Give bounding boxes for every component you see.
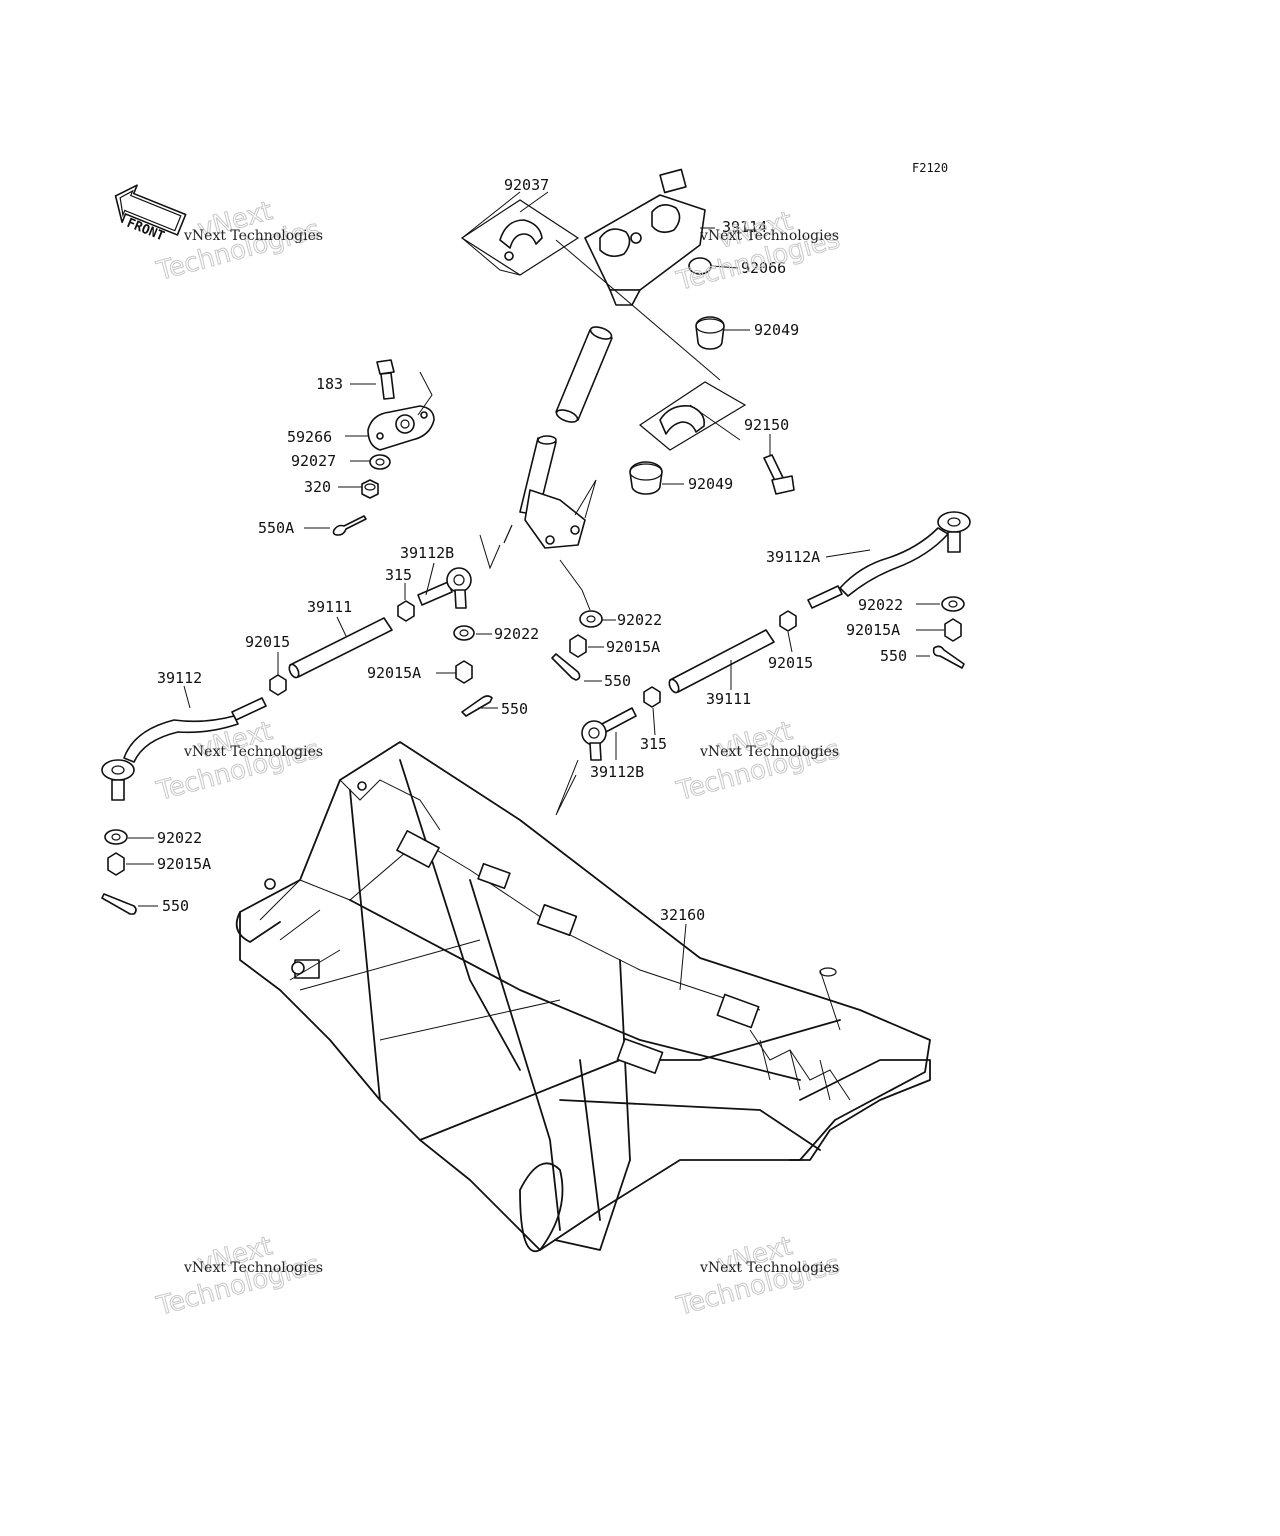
cotter-pin-part-550-center xyxy=(551,653,581,681)
nut-part-92015-left xyxy=(269,674,287,696)
nut-part-315-bottom xyxy=(643,686,661,708)
label-92049-bottom: 92049 xyxy=(688,475,733,493)
label-92150: 92150 xyxy=(744,416,789,434)
bushing-part-92049-top xyxy=(695,316,725,350)
label-39111-right: 39111 xyxy=(706,690,751,708)
watermark-text-top-left: vNext Technologies xyxy=(183,228,323,244)
tie-rod-end-part-39112B-top xyxy=(417,567,472,609)
nut-part-92015A-center xyxy=(569,634,587,658)
tie-rod-part-39112 xyxy=(101,697,267,801)
nut-part-320 xyxy=(361,479,379,499)
label-550A: 550A xyxy=(258,519,294,537)
label-92022-left: 92022 xyxy=(157,829,202,847)
label-92066: 92066 xyxy=(741,259,786,277)
watermark-text-mid-right: vNext Technologies xyxy=(699,744,839,760)
washer-part-92027 xyxy=(369,454,391,470)
bearing-holder-part-59266 xyxy=(367,405,435,451)
label-39112: 39112 xyxy=(157,669,202,687)
cotter-pin-part-550A xyxy=(332,515,367,536)
nut-part-92015-right xyxy=(779,610,797,632)
label-550-right: 550 xyxy=(880,647,907,665)
tie-rod-end-part-39112B-bottom xyxy=(581,707,637,761)
part-labels: 92037 39114 92066 92049 92150 92049 183 … xyxy=(157,176,907,924)
cotter-pin-part-550-right xyxy=(932,645,965,669)
label-39111-left: 39111 xyxy=(307,598,352,616)
label-92015A-left: 92015A xyxy=(157,855,211,873)
washer-part-92022-right xyxy=(941,596,965,612)
label-32160: 32160 xyxy=(660,906,705,924)
watermark-text-bottom-left: vNext Technologies xyxy=(183,1260,323,1276)
tie-rod-part-39112A xyxy=(807,511,971,609)
front-arrow-icon xyxy=(114,184,187,236)
stem-clamp-part xyxy=(638,381,747,451)
label-92022-center: 92022 xyxy=(617,611,662,629)
label-59266: 59266 xyxy=(287,428,332,446)
tie-rod-sleeve-part-39111-left xyxy=(288,617,393,679)
nut-part-315-top xyxy=(397,600,415,622)
clamp-part-92037 xyxy=(460,199,580,276)
tie-rod-sleeve-part-39111-right xyxy=(668,629,775,694)
bushing-part-92049-bottom xyxy=(629,461,663,495)
diagram-code: F2120 xyxy=(912,161,948,175)
label-92015A-mid: 92015A xyxy=(367,664,421,682)
washer-part-92022-left xyxy=(104,829,128,845)
bolt-part-183 xyxy=(376,359,395,400)
label-92049-top: 92049 xyxy=(754,321,799,339)
handlebar-holder-part xyxy=(584,168,706,306)
watermark-text-top-right: vNext Technologies xyxy=(699,228,839,244)
frame-part-32160 xyxy=(235,741,931,1253)
label-92015A-right: 92015A xyxy=(846,621,900,639)
label-92037: 92037 xyxy=(504,176,549,194)
nut-part-92015A-right xyxy=(944,618,962,642)
watermark-text-bottom-right: vNext Technologies xyxy=(699,1260,839,1276)
nut-part-92015A-mid xyxy=(455,660,473,684)
label-183: 183 xyxy=(316,375,343,393)
watermark-text-mid-left: vNext Technologies xyxy=(183,744,323,760)
cotter-pin-part-550-mid xyxy=(461,695,493,717)
bolt-part-92150 xyxy=(763,454,795,495)
steering-stem-part xyxy=(503,435,586,549)
leader-lines xyxy=(126,191,944,991)
label-39112B-top: 39112B xyxy=(400,544,454,562)
label-315-top: 315 xyxy=(385,566,412,584)
label-39114: 39114 xyxy=(722,218,767,236)
cotter-pin-part-550-left xyxy=(101,893,137,915)
stem-tube-part xyxy=(555,326,613,423)
label-315-bottom: 315 xyxy=(640,735,667,753)
label-550-mid: 550 xyxy=(501,700,528,718)
cap-part-92066 xyxy=(688,257,712,275)
label-550-left: 550 xyxy=(162,897,189,915)
label-92015A-center: 92015A xyxy=(606,638,660,656)
label-92027: 92027 xyxy=(291,452,336,470)
label-320: 320 xyxy=(304,478,331,496)
label-92022-mid: 92022 xyxy=(494,625,539,643)
nut-part-92015A-left xyxy=(107,852,125,876)
washer-part-92022-center xyxy=(579,610,603,628)
label-92015-right: 92015 xyxy=(768,654,813,672)
washer-part-92022-mid xyxy=(453,625,475,641)
label-92015-left: 92015 xyxy=(245,633,290,651)
label-39112A: 39112A xyxy=(766,548,820,566)
label-92022-right: 92022 xyxy=(858,596,903,614)
label-39112B-bottom: 39112B xyxy=(590,763,644,781)
label-550-center: 550 xyxy=(604,672,631,690)
